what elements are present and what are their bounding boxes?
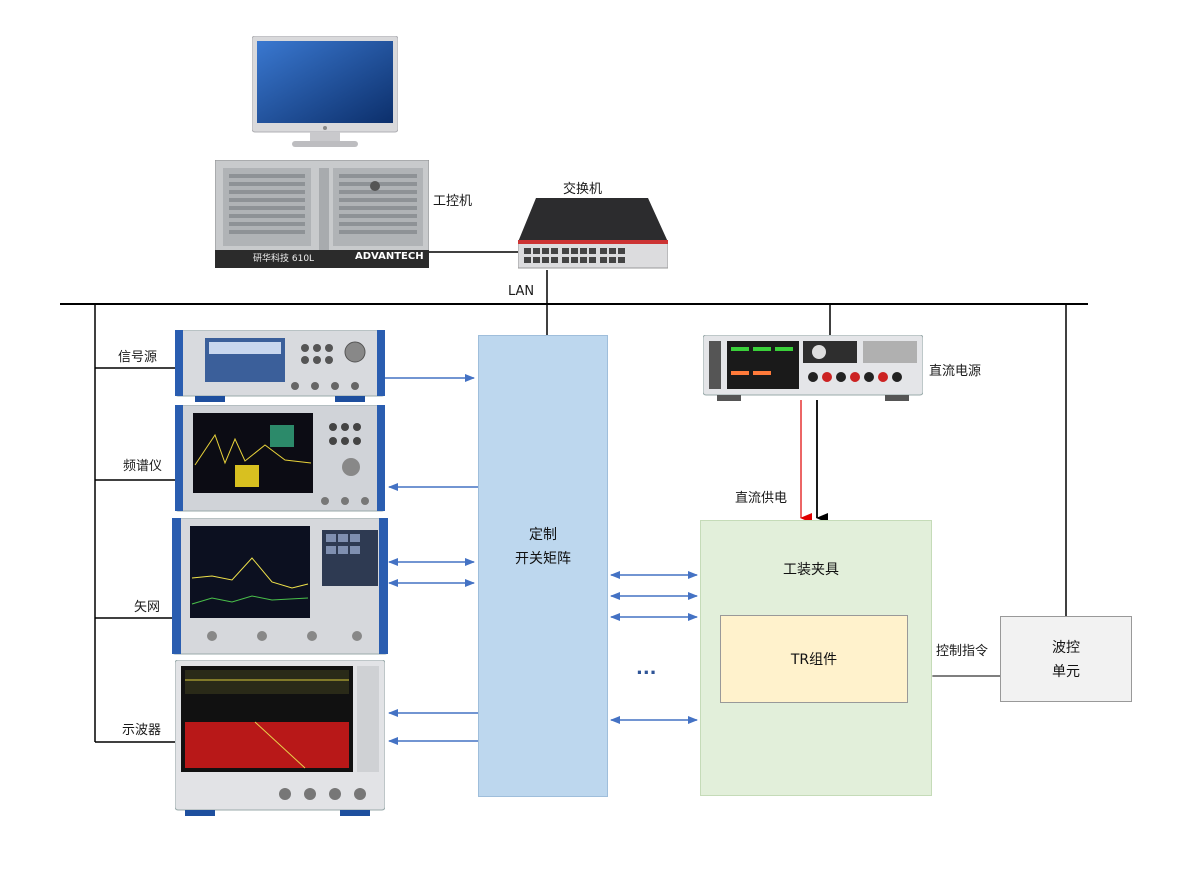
vna-label: 矢网 bbox=[134, 600, 161, 615]
ipc-model-text: 研华科技 610L bbox=[253, 254, 315, 264]
beam-control-label-2: 单元 bbox=[1052, 664, 1080, 680]
dc-power-label: 直流电源 bbox=[929, 364, 982, 379]
signal-source-instrument bbox=[175, 330, 385, 402]
switch-label: 交换机 bbox=[563, 182, 603, 197]
dc-supply-label: 直流供电 bbox=[735, 491, 788, 506]
industrial-pc-icon: 研华科技 610L ADVANTECH bbox=[215, 160, 429, 268]
ipc-brand-logo: ADVANTECH bbox=[355, 251, 424, 262]
spectrum-analyzer-instrument bbox=[175, 405, 385, 515]
monitor-icon bbox=[252, 36, 398, 148]
spectrum-analyzer-label: 频谱仪 bbox=[123, 459, 163, 474]
switch-matrix-label-1: 定制 bbox=[529, 527, 557, 543]
oscilloscope-instrument bbox=[175, 660, 385, 816]
tr-component-block: TR组件 bbox=[720, 615, 908, 703]
ellipsis-label: ... bbox=[636, 658, 657, 679]
tr-component-label: TR组件 bbox=[790, 652, 838, 668]
ipc-label: 工控机 bbox=[433, 194, 473, 209]
beam-control-label-1: 波控 bbox=[1052, 640, 1080, 656]
lan-label: LAN bbox=[508, 284, 535, 299]
switch-matrix-block: 定制 开关矩阵 bbox=[478, 335, 608, 797]
network-switch-icon bbox=[518, 196, 668, 272]
signal-source-label: 信号源 bbox=[118, 350, 158, 365]
beam-control-unit-block: 波控 单元 bbox=[1000, 616, 1132, 702]
vector-network-analyzer-instrument bbox=[172, 518, 388, 658]
test-fixture-label: 工装夹具 bbox=[783, 562, 839, 578]
dc-power-supply-instrument bbox=[703, 335, 923, 401]
control-command-label: 控制指令 bbox=[936, 644, 989, 659]
oscilloscope-label: 示波器 bbox=[122, 723, 162, 738]
switch-matrix-label-2: 开关矩阵 bbox=[515, 551, 571, 567]
